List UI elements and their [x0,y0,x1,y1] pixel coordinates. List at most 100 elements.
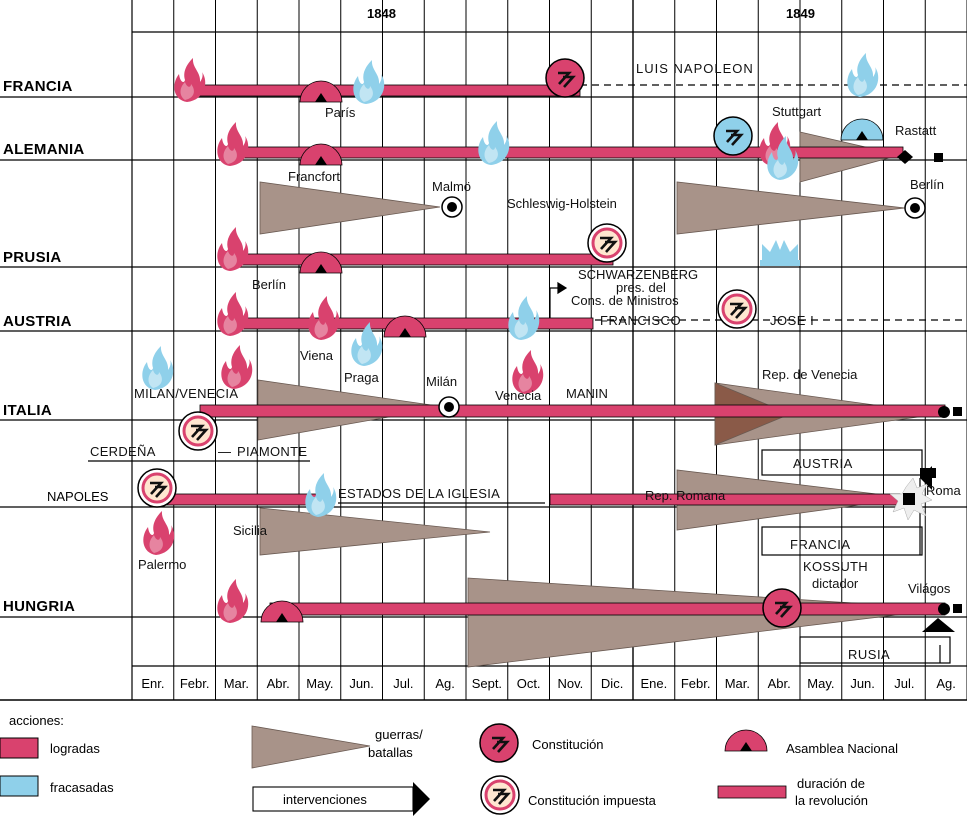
label-rusia: RUSIA [848,647,890,662]
flame-icon [143,511,175,555]
country-hungria: HUNGRIA [3,598,75,615]
asambleas [260,80,884,623]
label-francisco: FRANCISCO [600,313,681,328]
box-austria [761,449,923,476]
legend-asamblea: Asamblea Nacional [786,741,898,756]
war-sicilia [259,507,491,556]
legend: acciones: logradas fracasadas guerras/ b… [0,713,898,816]
constitucion-alemania [713,116,753,156]
box-francia [761,526,923,556]
month-label: May. [807,676,834,691]
label-rastatt: Rastatt [895,123,937,138]
country-alemania: ALEMANIA [3,141,85,158]
asamblea-stuttgart [840,118,884,141]
month-label: Febr. [681,676,711,691]
label-schwarzenberg: SCHWARZENBERG [578,267,698,282]
label-luis-napoleon: LUIS NAPOLEON [636,61,754,76]
constitucion-francia [545,58,585,98]
country-francia: FRANCIA [3,78,73,95]
month-label: Nov. [557,676,583,691]
constitucion-impuesta-prusia [587,223,627,263]
label-milan: Milán [426,374,457,389]
month-label: Ag. [936,676,956,691]
constitucion-impuesta-austria [717,289,757,329]
month-label: Enr. [141,676,164,691]
war-hungria [467,577,946,668]
month-label: Febr. [180,676,210,691]
year-1848: 1848 [367,6,396,21]
country-napoles: NAPOLES [47,489,109,504]
constitucion-impuesta-cerdena [178,411,218,451]
month-label: Abr. [267,676,290,691]
label-viena: Viena [300,348,334,363]
label-austria-box: AUSTRIA [793,456,853,471]
event-labels: París LUIS NAPOLEON Stuttgart Rastatt Fr… [90,61,961,662]
label-schleswig: Schleswig-Holstein [507,196,617,211]
milan-target [438,396,460,418]
label-kossuth: KOSSUTH [803,559,868,574]
label-francfort: Francfort [288,169,340,184]
war-malmo [259,181,441,235]
month-label: Jul. [393,676,413,691]
flame-icon [305,473,337,517]
bar-napoles [159,493,321,506]
malmo-target [441,196,463,218]
bar-italia [199,404,946,418]
month-label: Jul. [894,676,914,691]
target-markers [438,196,926,418]
asamblea-hungria [260,600,304,623]
label-piamonte: PIAMONTE [237,444,307,459]
berlin-target [904,197,926,219]
month-label: Abr. [768,676,791,691]
legend-fracasadas: fracasadas [50,780,114,795]
war-triangles [257,131,946,668]
bar-prusia [232,253,614,266]
legend-batallas: batallas [368,745,413,760]
month-label: Ene. [641,676,668,691]
dashed-lines [580,84,967,321]
country-austria: AUSTRIA [3,313,72,330]
legend-acciones: acciones: [9,713,64,728]
constitucion-hungria [762,588,802,628]
label-paris: París [325,105,356,120]
country-prusia: PRUSIA [3,249,61,266]
label-milan-venecia: MILAN/VENECIA [134,386,238,401]
month-label: May. [306,676,333,691]
legend-guerras: guerras/ [375,727,423,742]
month-label: Dic. [601,676,623,691]
asamblea-francfort [299,143,343,166]
legend-constitucion-impuesta: Constitución impuesta [528,793,657,808]
label-berlin-1849: Berlín [910,177,944,192]
label-manin: MANIN [566,386,608,401]
roma-marker [889,477,933,521]
label-palermo: Palermo [138,557,186,572]
legend-duracion-2: la revolución [795,793,868,808]
flame-icon [847,53,879,97]
label-francia-box: FRANCIA [790,537,851,552]
label-malmo: Malmö [432,179,471,194]
label-venecia: Venecia [495,388,542,403]
label-pres-del: pres. del [616,280,666,295]
month-label: Sept. [472,676,502,691]
label-rep-venecia: Rep. de Venecia [762,367,858,382]
label-cons-ministros: Cons. de Ministros [571,293,679,308]
label-dictador: dictador [812,576,859,591]
month-label: Ag. [435,676,455,691]
label-rep-romana: Rep. Romana [645,488,726,503]
label-cerdena: CERDEÑA [90,444,156,459]
legend-constitucion: Constitución [532,737,604,752]
country-italia: ITALIA [3,402,52,419]
label-jose: JOSE I [770,313,814,328]
label-sicilia: Sicilia [233,523,268,538]
bar-francia [199,84,581,97]
label-stuttgart: Stuttgart [772,104,822,119]
flame-icon [221,345,253,389]
war-schleswig [676,181,906,235]
month-label: Mar. [224,676,249,691]
month-label: Jun. [850,676,875,691]
end-markers [897,150,962,615]
box-rusia [799,636,951,664]
label-praga: Praga [344,370,379,385]
year-1849: 1849 [786,6,815,21]
